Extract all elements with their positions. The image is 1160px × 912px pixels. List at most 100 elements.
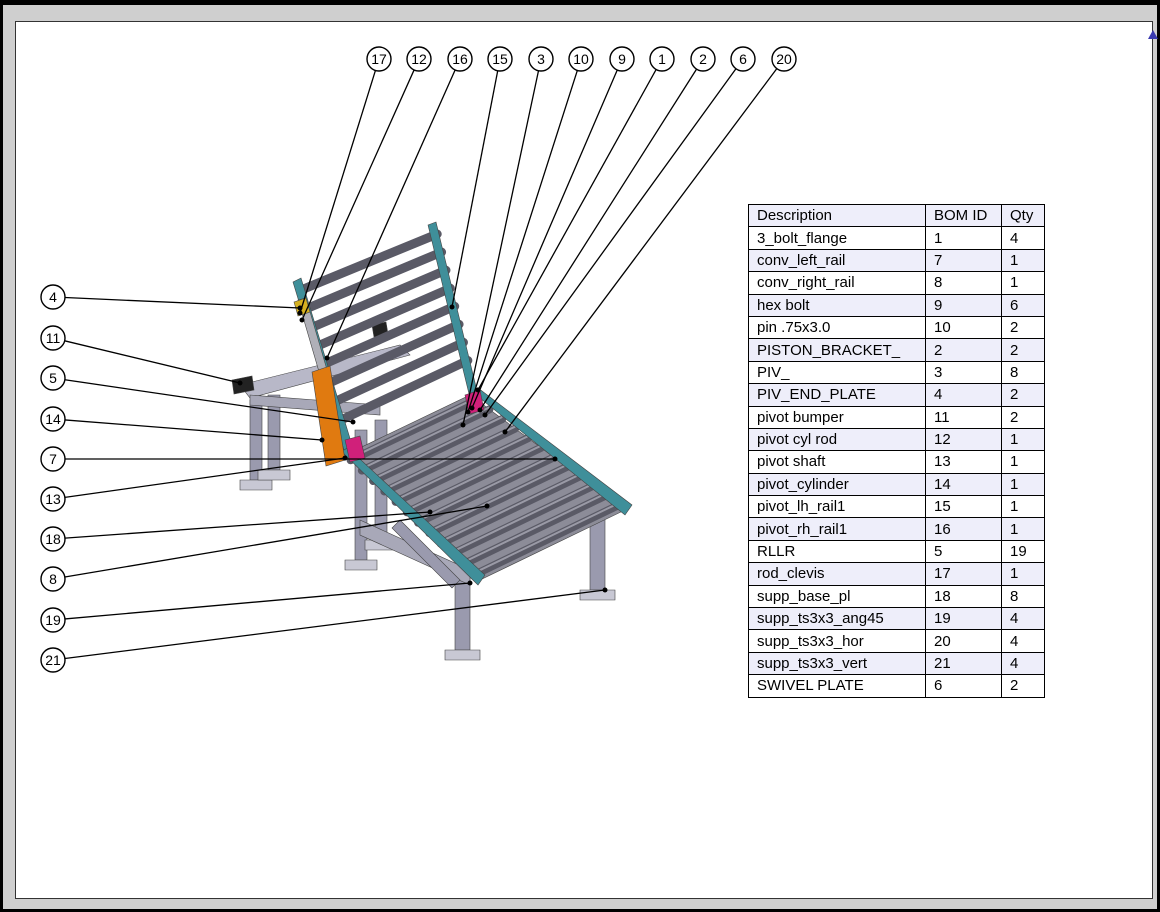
roller: [391, 434, 533, 506]
balloon: [487, 46, 513, 72]
balloon: [568, 46, 594, 72]
leader-line: [471, 69, 618, 409]
leader-line: [484, 68, 737, 416]
cell-bom-id: 21: [925, 651, 1002, 676]
cell-qty: 1: [1001, 248, 1045, 273]
cell-description: pin .75x3.0: [748, 315, 926, 340]
cell-qty: 4: [1001, 226, 1045, 250]
balloon-label: 1: [658, 51, 666, 67]
support-leg: [249, 399, 263, 481]
balloon-label: 19: [45, 612, 61, 628]
cell-description: PISTON_BRACKET_: [748, 338, 926, 362]
balloon-label: 8: [49, 571, 57, 587]
leader-dot: [552, 456, 558, 462]
cell-bom-id: 20: [925, 629, 1002, 653]
roller: [470, 501, 623, 579]
roller: [337, 355, 473, 424]
cell-bom-id: 19: [925, 607, 1002, 631]
leader-line: [462, 70, 540, 426]
leader-line: [64, 511, 431, 539]
leader-dot: [342, 455, 348, 461]
cell-qty: 2: [1001, 338, 1045, 362]
balloon-label: 21: [45, 652, 61, 668]
roller-highlight: [350, 396, 477, 460]
balloon: [40, 647, 66, 673]
cell-qty: 2: [1001, 315, 1045, 340]
balloon: [40, 446, 66, 472]
leader-line: [326, 69, 456, 359]
cell-bom-id: 4: [925, 383, 1002, 407]
base-plate: [239, 479, 273, 491]
roller-highlight: [462, 492, 607, 564]
angle-support: [391, 519, 461, 589]
roller: [303, 247, 447, 313]
cell-qty: 4: [1001, 607, 1045, 631]
balloon-label: 20: [776, 51, 792, 67]
cell-qty: 1: [1001, 427, 1045, 452]
leader-dot: [324, 355, 330, 361]
cell-bom-id: 16: [925, 517, 1002, 541]
leader-dot: [297, 310, 303, 316]
leader-line: [479, 68, 698, 411]
leader-line: [451, 70, 499, 308]
cell-description: supp_ts3x3_ang45: [748, 607, 926, 631]
cell-description: supp_ts3x3_hor: [748, 629, 926, 653]
cell-qty: 2: [1001, 383, 1045, 407]
leader-dot: [299, 317, 305, 323]
balloon-label: 6: [739, 51, 747, 67]
cell-bom-id: 3: [925, 360, 1002, 385]
leader-line: [64, 296, 301, 309]
leader-line: [64, 505, 488, 578]
cell-description: supp_ts3x3_vert: [748, 651, 926, 676]
roller: [369, 414, 507, 486]
cell-description: pivot shaft: [748, 450, 926, 474]
balloon-label: 14: [45, 411, 61, 427]
cell-qty: 19: [1001, 539, 1045, 564]
roller: [380, 424, 520, 496]
leader-dot: [297, 305, 303, 311]
balloon-label: 4: [49, 289, 57, 305]
cell-qty: 8: [1001, 360, 1045, 385]
leader-dot: [467, 580, 473, 586]
leader-dot: [465, 409, 471, 415]
cell-bom-id: 1: [925, 226, 1002, 250]
cell-qty: 1: [1001, 517, 1045, 541]
balloon: [366, 46, 392, 72]
balloon-label: 9: [618, 51, 626, 67]
roller-highlight: [417, 454, 555, 522]
cell-qty: 1: [1001, 495, 1045, 519]
roller-highlight: [406, 444, 542, 512]
leader-dot: [469, 405, 475, 411]
balloon-label: 5: [49, 370, 57, 386]
leader-line: [467, 70, 578, 413]
balloon-label: 12: [411, 51, 427, 67]
balloon: [40, 526, 66, 552]
roller: [326, 319, 464, 387]
roller: [320, 301, 460, 369]
cell-description: RLLR: [748, 539, 926, 564]
balloon: [649, 46, 675, 72]
roller: [309, 265, 451, 331]
cell-bom-id: 6: [925, 674, 1002, 698]
roller-highlight: [440, 473, 581, 543]
cell-bom-id: 7: [925, 248, 1002, 273]
balloon-label: 11: [46, 330, 61, 346]
cell-bom-id: 12: [925, 427, 1002, 452]
balloon: [609, 46, 635, 72]
leader-line: [301, 69, 415, 321]
balloon-label: 7: [49, 451, 57, 467]
